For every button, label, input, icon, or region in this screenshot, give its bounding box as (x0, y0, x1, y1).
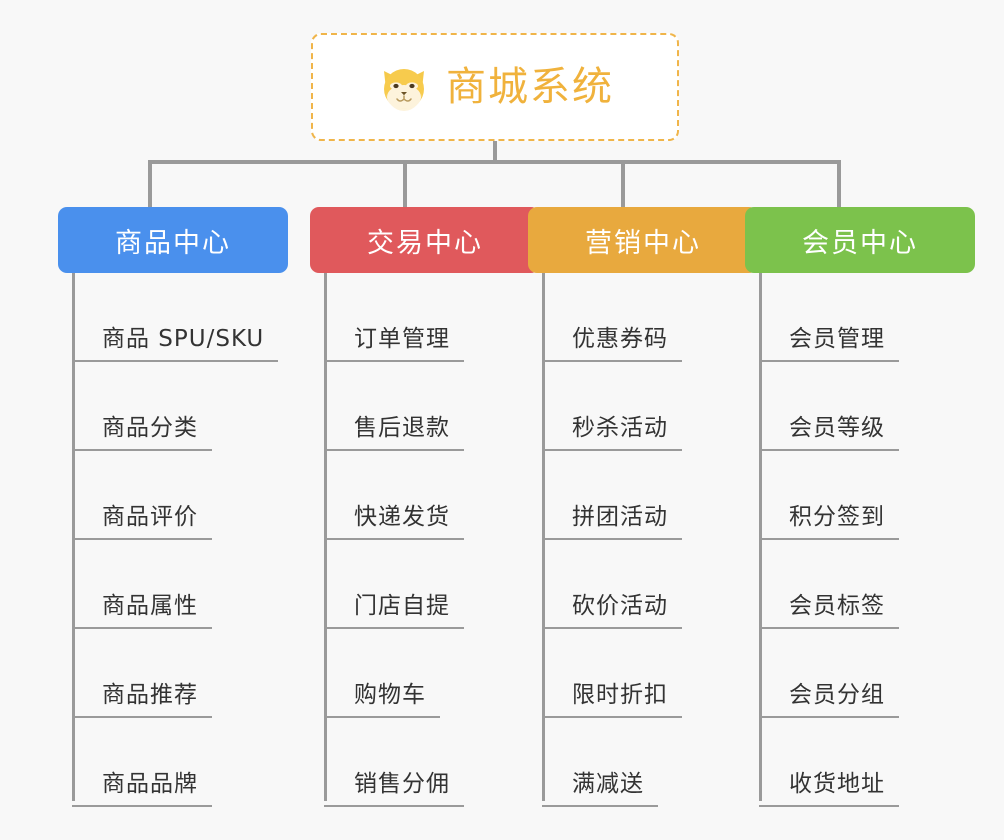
leaf-label: 商品 SPU/SKU (102, 326, 265, 352)
leaf-item[interactable]: 会员等级 (745, 362, 975, 451)
leaf-item[interactable]: 会员分组 (745, 629, 975, 718)
branch-column-3: 营销中心 优惠券码 秒杀活动 拼团活动 砍价活动 限时折扣 满减送 (528, 207, 758, 807)
leaf-label: 订单管理 (354, 326, 450, 352)
leaf-item[interactable]: 商品 SPU/SKU (58, 273, 288, 362)
leaf-label: 门店自提 (354, 593, 450, 619)
leaf-item[interactable]: 商品评价 (58, 451, 288, 540)
branch-header-2[interactable]: 交易中心 (310, 207, 540, 273)
leaf-item[interactable]: 订单管理 (310, 273, 540, 362)
leaf-label: 商品推荐 (102, 682, 198, 708)
leaf-label: 砍价活动 (572, 593, 668, 619)
leaf-item[interactable]: 会员管理 (745, 273, 975, 362)
leaf-item[interactable]: 购物车 (310, 629, 540, 718)
leaf-label: 销售分佣 (354, 771, 450, 797)
leaf-list-3: 优惠券码 秒杀活动 拼团活动 砍价活动 限时折扣 满减送 (528, 273, 758, 807)
branch-header-4[interactable]: 会员中心 (745, 207, 975, 273)
branch-spine-4 (759, 273, 762, 801)
shiba-dog-face-icon (376, 59, 432, 115)
leaf-item[interactable]: 秒杀活动 (528, 362, 758, 451)
leaf-label: 拼团活动 (572, 504, 668, 530)
leaf-label: 会员管理 (789, 326, 885, 352)
leaf-item[interactable]: 砍价活动 (528, 540, 758, 629)
leaf-item[interactable]: 会员标签 (745, 540, 975, 629)
leaf-label: 满减送 (572, 771, 644, 797)
leaf-label: 积分签到 (789, 504, 885, 530)
leaf-item[interactable]: 商品分类 (58, 362, 288, 451)
leaf-item[interactable]: 售后退款 (310, 362, 540, 451)
branch-spine-1 (72, 273, 75, 801)
leaf-label: 会员等级 (789, 415, 885, 441)
connector-drop-4 (837, 160, 841, 207)
leaf-list-2: 订单管理 售后退款 快递发货 门店自提 购物车 销售分佣 (310, 273, 540, 807)
leaf-item[interactable]: 门店自提 (310, 540, 540, 629)
leaf-label: 会员标签 (789, 593, 885, 619)
branch-column-1: 商品中心 商品 SPU/SKU 商品分类 商品评价 商品属性 商品推荐 商品品牌 (58, 207, 288, 807)
connector-horizontal-bus (148, 160, 841, 164)
leaf-item[interactable]: 商品品牌 (58, 718, 288, 807)
leaf-item[interactable]: 快递发货 (310, 451, 540, 540)
leaf-label: 秒杀活动 (572, 415, 668, 441)
leaf-item[interactable]: 优惠券码 (528, 273, 758, 362)
leaf-label: 会员分组 (789, 682, 885, 708)
branch-column-4: 会员中心 会员管理 会员等级 积分签到 会员标签 会员分组 收货地址 (745, 207, 975, 807)
branch-header-1[interactable]: 商品中心 (58, 207, 288, 273)
leaf-label: 商品分类 (102, 415, 198, 441)
leaf-label: 商品属性 (102, 593, 198, 619)
connector-drop-3 (621, 160, 625, 207)
connector-drop-1 (148, 160, 152, 207)
leaf-item[interactable]: 商品推荐 (58, 629, 288, 718)
root-node[interactable]: 商城系统 (311, 33, 679, 141)
branch-spine-2 (324, 273, 327, 801)
leaf-item[interactable]: 满减送 (528, 718, 758, 807)
leaf-list-1: 商品 SPU/SKU 商品分类 商品评价 商品属性 商品推荐 商品品牌 (58, 273, 288, 807)
leaf-label: 售后退款 (354, 415, 450, 441)
leaf-item[interactable]: 拼团活动 (528, 451, 758, 540)
leaf-label: 限时折扣 (572, 682, 668, 708)
leaf-list-4: 会员管理 会员等级 积分签到 会员标签 会员分组 收货地址 (745, 273, 975, 807)
leaf-label: 收货地址 (789, 771, 885, 797)
leaf-item[interactable]: 商品属性 (58, 540, 288, 629)
leaf-label: 商品评价 (102, 504, 198, 530)
leaf-label: 优惠券码 (572, 326, 668, 352)
leaf-item[interactable]: 限时折扣 (528, 629, 758, 718)
connector-drop-2 (403, 160, 407, 207)
root-title: 商城系统 (446, 64, 614, 110)
leaf-label: 购物车 (354, 682, 426, 708)
leaf-item[interactable]: 积分签到 (745, 451, 975, 540)
leaf-label: 快递发货 (354, 504, 450, 530)
branch-column-2: 交易中心 订单管理 售后退款 快递发货 门店自提 购物车 销售分佣 (310, 207, 540, 807)
leaf-label: 商品品牌 (102, 771, 198, 797)
branch-header-3[interactable]: 营销中心 (528, 207, 758, 273)
branch-spine-3 (542, 273, 545, 801)
leaf-item[interactable]: 销售分佣 (310, 718, 540, 807)
leaf-item[interactable]: 收货地址 (745, 718, 975, 807)
connector-root-stem (493, 141, 497, 164)
